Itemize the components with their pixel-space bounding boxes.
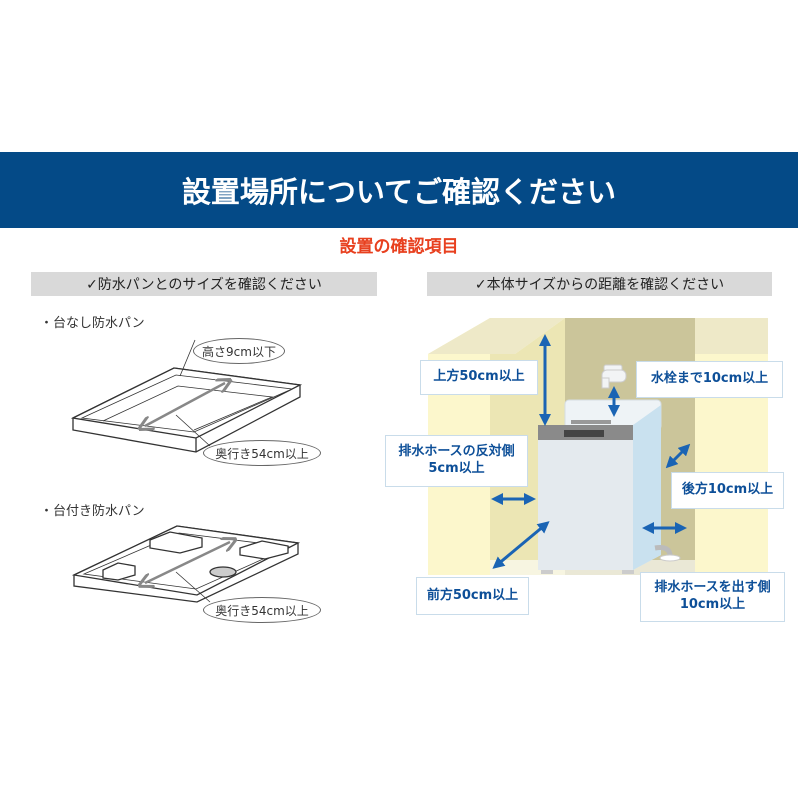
stand-pan-title: ・台付き防水パン <box>40 504 145 519</box>
flat-pan-drawing <box>70 339 303 453</box>
section-subtitle: 設置の確認項目 <box>339 237 459 257</box>
stand-pan-drawing <box>71 525 301 603</box>
flat-pan-title: ・台なし防水パン <box>40 316 145 331</box>
label-front-clearance: 前方50cm以上 <box>416 577 529 615</box>
banner-title: 設置場所についてご確認ください <box>181 175 617 209</box>
page-banner: 設置場所についてご確認ください <box>0 152 798 228</box>
flat-pan-height-label: 高さ9cm以下 <box>193 338 285 364</box>
flat-pan-depth-label: 奥行き54cm以上 <box>203 440 321 466</box>
left-section-header: ✓防水パンとのサイズを確認ください <box>31 272 377 296</box>
label-top-clearance: 上方50cm以上 <box>420 360 538 395</box>
label-rear-clearance: 後方10cm以上 <box>671 472 784 509</box>
clearance-arrows <box>491 334 691 569</box>
faucet-icon <box>601 364 627 389</box>
stand-pan-depth-label: 奥行き54cm以上 <box>203 597 321 623</box>
washing-machine <box>538 399 681 574</box>
right-section-header: ✓本体サイズからの距離を確認ください <box>427 272 772 296</box>
label-faucet-clearance: 水栓まで10cm以上 <box>636 361 783 398</box>
